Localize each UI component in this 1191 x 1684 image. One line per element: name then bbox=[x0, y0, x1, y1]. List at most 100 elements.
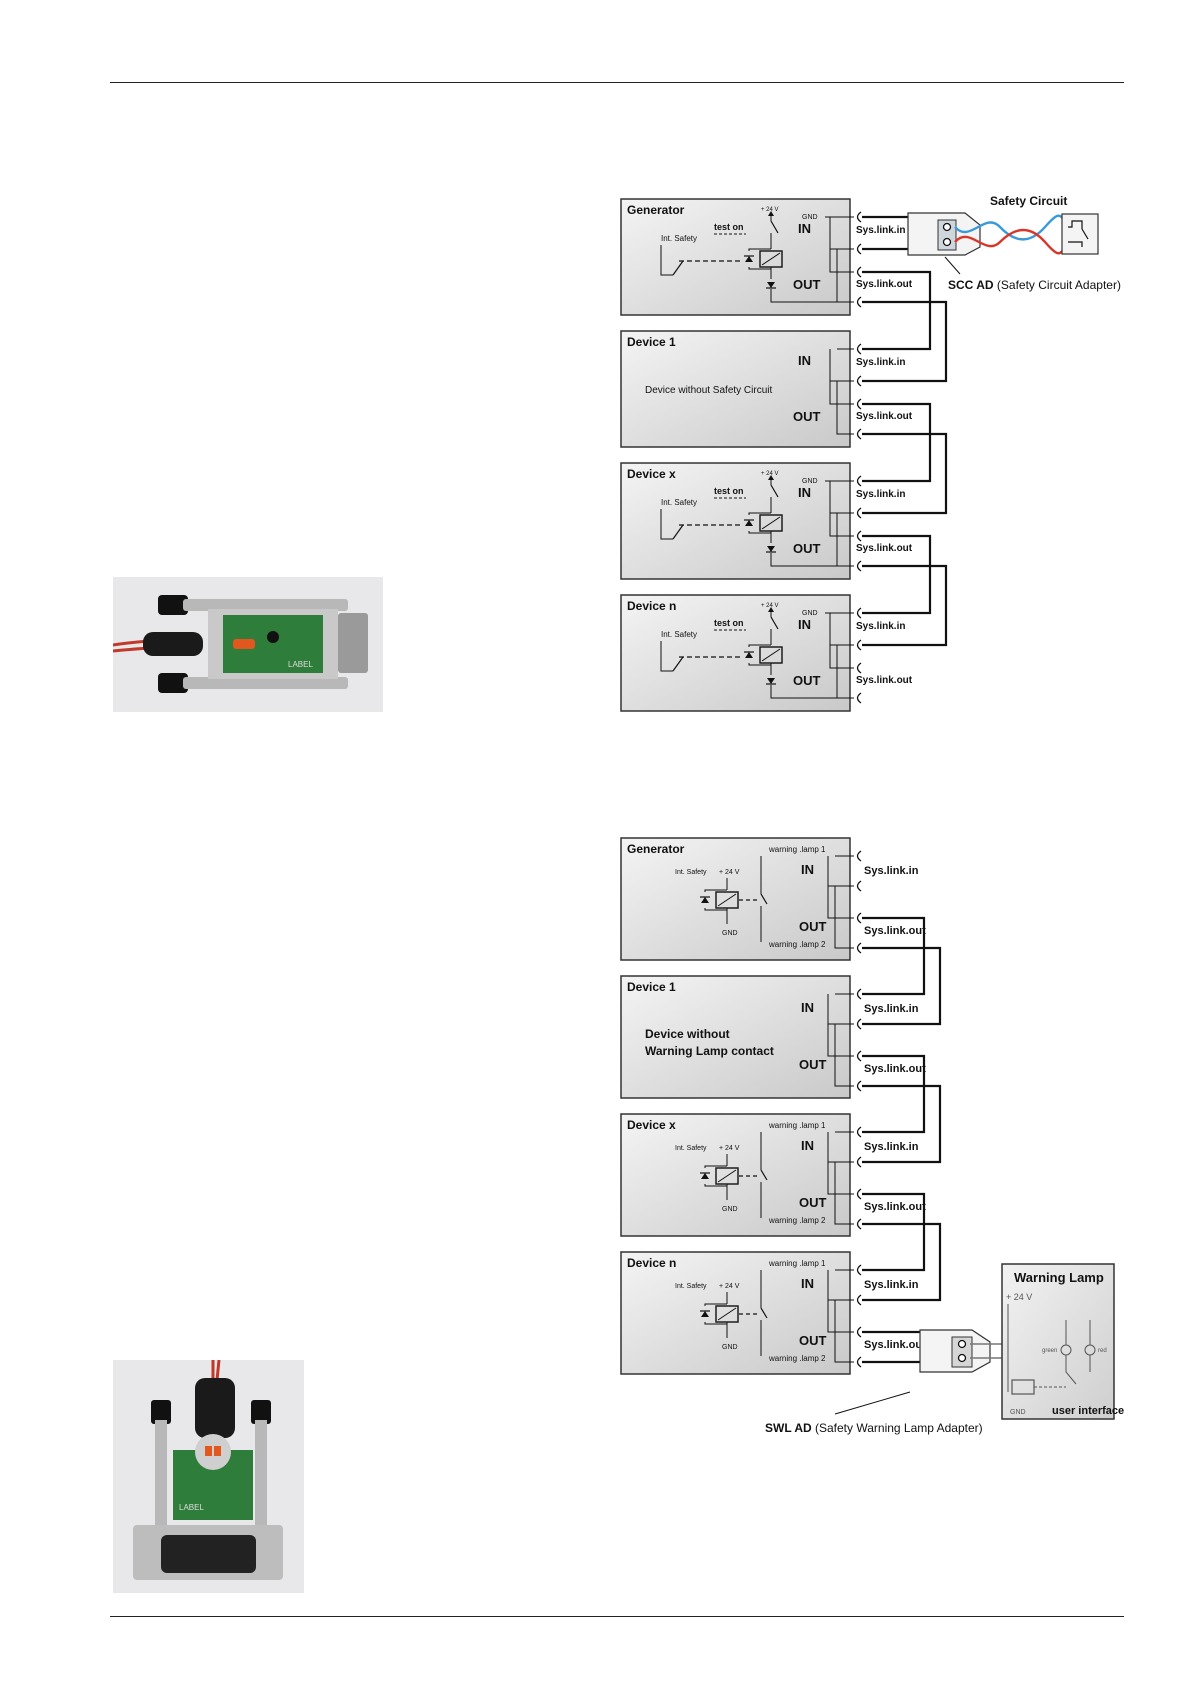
int-safety-wire bbox=[660, 245, 673, 276]
warning-lamp-2-label: warning .lamp 2 bbox=[768, 1354, 826, 1363]
gnd-label: GND bbox=[722, 1206, 738, 1213]
daisy-chain-link-b-1 bbox=[862, 432, 948, 515]
warning-lamp-2-label: warning .lamp 2 bbox=[768, 940, 826, 949]
daisy-chain-link-b-0 bbox=[862, 946, 942, 1026]
block-description-line2: Warning Lamp contact bbox=[645, 1044, 774, 1058]
supply-label: + 24 V bbox=[719, 869, 740, 876]
block-frame bbox=[620, 462, 851, 580]
supply-arrow bbox=[768, 607, 774, 612]
diode-wire-top bbox=[748, 248, 771, 251]
warning-lamp-title: Warning Lamp bbox=[1014, 1270, 1104, 1285]
sys-link-pin-3 bbox=[856, 1356, 862, 1368]
out-wire bbox=[770, 553, 843, 567]
block-frame bbox=[620, 1251, 851, 1375]
sys-link-pin-3 bbox=[856, 428, 862, 440]
out-label: OUT bbox=[793, 541, 821, 556]
sys-link-pin-3 bbox=[856, 560, 862, 572]
diode-wire-bottom bbox=[704, 1322, 727, 1325]
in-label: IN bbox=[798, 485, 811, 500]
bridge-wire-1 bbox=[829, 217, 854, 273]
diode-symbol bbox=[701, 897, 709, 903]
block-title: Device n bbox=[627, 1256, 676, 1270]
twisted-pair-red bbox=[954, 228, 1070, 255]
block-title: Generator bbox=[627, 203, 685, 217]
int-safety-label: Int. Safety bbox=[661, 234, 697, 243]
test-on-label: test on bbox=[714, 222, 744, 232]
safety-switch-contact bbox=[1081, 228, 1089, 240]
bridge-wire-2 bbox=[834, 1162, 854, 1225]
bridge-wire-2 bbox=[836, 381, 854, 435]
header-rule bbox=[110, 82, 1124, 83]
test-switch bbox=[770, 484, 779, 498]
scc-pointer bbox=[944, 256, 961, 275]
test-on-label: test on bbox=[714, 486, 744, 496]
sys-link-pin-2 bbox=[856, 662, 862, 674]
sys-link-pin-1 bbox=[856, 1018, 862, 1030]
relay-coil-diagonal bbox=[717, 1169, 737, 1183]
block-description-line1: Device without bbox=[645, 1027, 730, 1041]
warning-lamp-1-label: warning .lamp 1 bbox=[768, 845, 826, 854]
in-label: IN bbox=[798, 221, 811, 236]
supply-arrow bbox=[768, 211, 774, 216]
bridge-wire-2 bbox=[834, 1300, 854, 1363]
block-frame bbox=[620, 198, 851, 316]
block-title: Generator bbox=[627, 842, 685, 856]
sys-link-out-label: Sys.link.out bbox=[856, 543, 913, 554]
sys-link-in-label: Sys.link.in bbox=[864, 1279, 919, 1291]
block-frame bbox=[620, 975, 851, 1099]
sys-link-in-label: Sys.link.in bbox=[856, 225, 905, 236]
out-label: OUT bbox=[793, 409, 821, 424]
sys-link-pin-3 bbox=[856, 296, 862, 308]
sys-link-pin-0 bbox=[856, 1264, 862, 1276]
out-label: OUT bbox=[793, 673, 821, 688]
int-safety-switch bbox=[672, 260, 684, 276]
scc-terminal-hole bbox=[942, 222, 952, 232]
relay-coil-diagonal bbox=[717, 893, 737, 907]
bridge-wire-2 bbox=[836, 645, 854, 699]
safety-switch-wire-2 bbox=[1068, 241, 1083, 247]
sys-link-pin-3 bbox=[856, 1080, 862, 1092]
sys-link-pin-3 bbox=[856, 692, 862, 704]
in-label: IN bbox=[801, 862, 814, 877]
block-description: Device without Safety Circuit bbox=[645, 385, 772, 396]
lamp-contact bbox=[760, 1169, 768, 1181]
lamp-changeover bbox=[1065, 1355, 1077, 1385]
sys-link-pin-1 bbox=[856, 639, 862, 651]
out-label: OUT bbox=[799, 1195, 827, 1210]
out-label: OUT bbox=[799, 1057, 827, 1072]
daisy-chain-link-a-2 bbox=[862, 534, 932, 615]
gnd-label: GND bbox=[722, 1344, 738, 1351]
diode-symbol bbox=[745, 652, 753, 658]
sys-link-out-label: Sys.link.out bbox=[856, 279, 913, 290]
int-safety-switch bbox=[672, 656, 684, 672]
out-label: OUT bbox=[793, 277, 821, 292]
scc-terminal-hole bbox=[942, 237, 952, 247]
test-switch bbox=[770, 616, 779, 630]
lamp-contact bbox=[760, 893, 768, 905]
safety-circuit-title: Safety Circuit bbox=[990, 194, 1067, 208]
test-switch bbox=[770, 220, 779, 234]
sys-link-pin-0 bbox=[856, 475, 862, 487]
safety-switch-wire bbox=[1068, 220, 1083, 229]
sys-link-pin-1 bbox=[856, 243, 862, 255]
warning-lamp-gnd: GND bbox=[1010, 1409, 1026, 1416]
sys-link-pin-1 bbox=[856, 1294, 862, 1306]
sys-link-out-label: Sys.link.out bbox=[864, 925, 926, 937]
sys-link-pin-0 bbox=[856, 211, 862, 223]
out-wire bbox=[770, 289, 843, 303]
sys-link-pin-3 bbox=[856, 1218, 862, 1230]
out-label: OUT bbox=[799, 919, 827, 934]
out-label: OUT bbox=[799, 1333, 827, 1348]
bridge-wire-2 bbox=[834, 886, 854, 949]
int-safety-wire bbox=[660, 509, 673, 540]
daisy-chain-link-a-1 bbox=[862, 402, 932, 483]
block-frame bbox=[620, 594, 851, 712]
gnd-label: GND bbox=[802, 610, 818, 617]
int-safety-switch bbox=[672, 524, 684, 540]
twisted-pair-blue bbox=[954, 214, 1070, 241]
in-label: IN bbox=[801, 1138, 814, 1153]
bridge-wire-1 bbox=[829, 349, 854, 405]
